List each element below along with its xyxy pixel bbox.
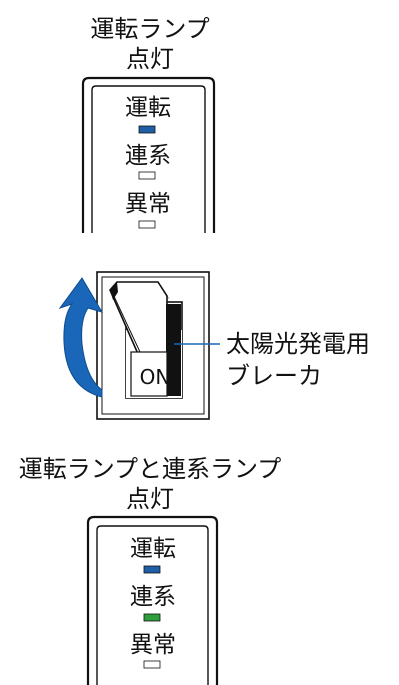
bottom-label-ijou: 異常	[130, 632, 176, 658]
up-arrow-icon	[58, 277, 104, 398]
top-lamp-ijou	[138, 220, 156, 229]
bottom-label-unten: 運転	[130, 536, 176, 562]
top-label-ijou: 異常	[125, 191, 171, 217]
bottom-lamp-unten	[143, 565, 161, 574]
breaker: ON	[96, 271, 210, 420]
bottom-lamp-ijou	[143, 660, 161, 669]
top-label-renkei: 連系	[125, 143, 171, 169]
top-label-unten: 運転	[125, 95, 171, 121]
top-lamp-unten	[138, 125, 156, 134]
bottom-lamp-renkei	[143, 613, 161, 622]
bottom-caption-line2: 点灯	[126, 485, 174, 513]
callout-line2: ブレーカ	[226, 362, 322, 390]
bottom-label-renkei: 連系	[130, 584, 176, 610]
top-lamp-renkei	[138, 171, 156, 180]
bottom-caption-line1: 運転ランプと連系ランプ	[18, 455, 282, 483]
bottom-indicator-panel: 運転 連系 異常	[86, 515, 219, 685]
top-caption-line2: 点灯	[126, 45, 174, 73]
breaker-callout: 太陽光発電用 ブレーカ	[174, 330, 370, 390]
top-caption-line1: 運転ランプ	[90, 15, 210, 43]
top-indicator-panel: 運転 連系 異常	[81, 76, 216, 233]
top-caption: 運転ランプ 点灯	[0, 14, 300, 74]
callout-line1: 太陽光発電用	[226, 330, 370, 358]
bottom-caption: 運転ランプと連系ランプ 点灯	[0, 454, 300, 514]
breaker-on-label: ON	[140, 365, 171, 389]
